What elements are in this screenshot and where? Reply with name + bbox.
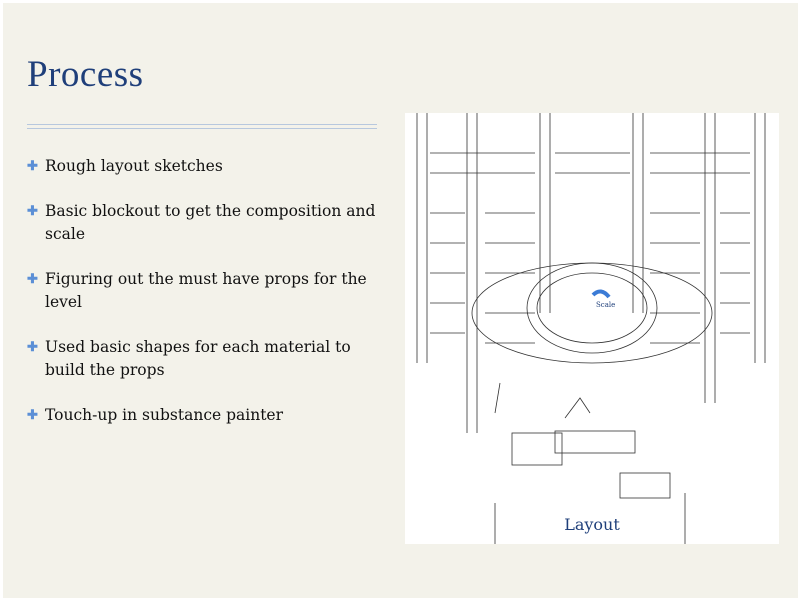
bullet-text: Used basic shapes for each material to b… [45, 338, 351, 379]
plus-bullet-icon: ✚ [27, 159, 38, 174]
bullet-item: ✚ Used basic shapes for each material to … [27, 336, 387, 382]
scale-arrow-icon [591, 289, 611, 299]
bullet-text: Figuring out the must have props for the… [45, 270, 367, 311]
bullet-item: ✚ Rough layout sketches [27, 155, 387, 178]
plus-bullet-icon: ✚ [27, 408, 38, 423]
layout-sketch-image: Scale Layout [405, 113, 779, 544]
plus-bullet-icon: ✚ [27, 204, 38, 219]
plus-bullet-icon: ✚ [27, 340, 38, 355]
bullet-list: ✚ Rough layout sketches ✚ Basic blockout t… [27, 155, 387, 449]
bullet-text: Touch-up in substance painter [45, 406, 284, 424]
title-divider [27, 124, 377, 129]
bullet-item: ✚ Basic blockout to get the composition a… [27, 200, 387, 246]
sketch-drawing [416, 113, 766, 544]
image-caption: Layout [564, 515, 620, 534]
bullet-text: Basic blockout to get the composition an… [45, 202, 376, 243]
slide-title: Process [27, 54, 144, 95]
bullet-text: Rough layout sketches [45, 157, 223, 175]
scale-label: Scale [596, 301, 616, 309]
bullet-item: ✚ Figuring out the must have props for th… [27, 268, 387, 314]
bullet-item: ✚ Touch-up in substance painter [27, 404, 387, 427]
plus-bullet-icon: ✚ [27, 272, 38, 287]
